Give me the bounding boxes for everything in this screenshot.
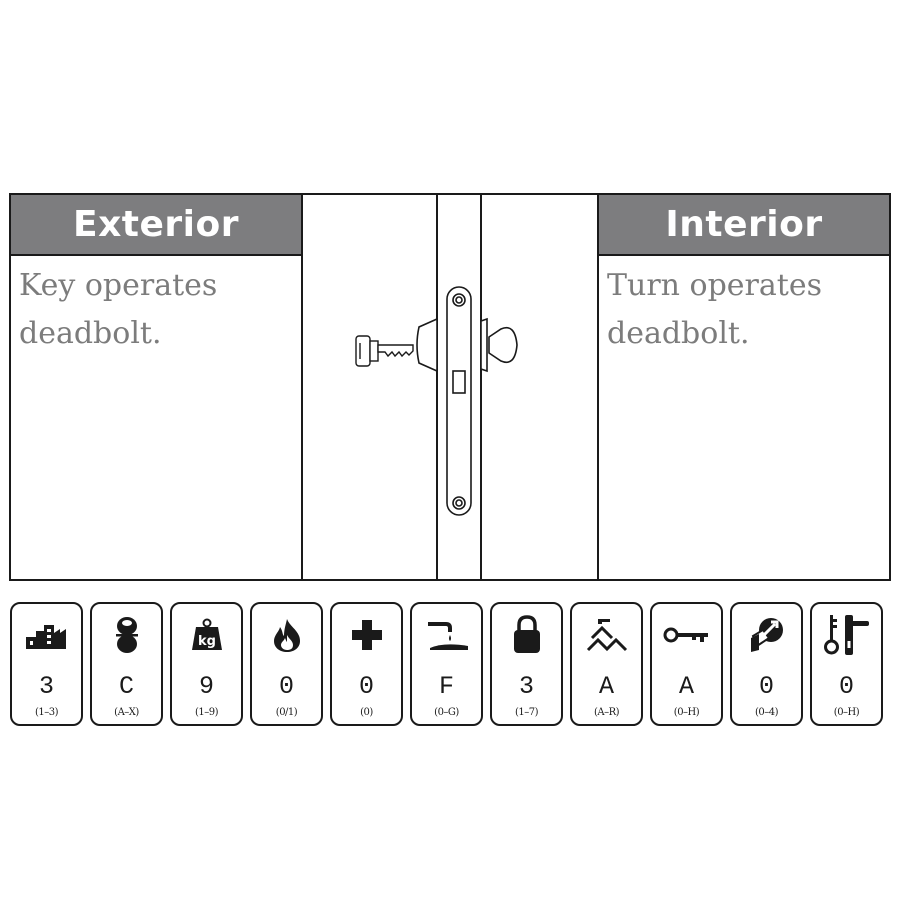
rating-card-key-security: A (0–H): [650, 602, 723, 726]
key-icon: [355, 335, 414, 367]
rating-range: (0): [360, 707, 373, 718]
rating-range: (0–G): [434, 707, 459, 718]
rating-card-door-mass: kg 9 (1–9): [170, 602, 243, 726]
lock-function-panel: [9, 193, 891, 581]
rating-card-category-of-use: 3 (1–3): [10, 602, 83, 726]
exterior-header: Exterior: [11, 195, 301, 256]
flame-icon: [252, 612, 321, 658]
rating-card-durability: C (A–X): [90, 602, 163, 726]
rating-value: 0: [838, 672, 854, 701]
rating-value: F: [438, 672, 454, 701]
door-edge: [436, 195, 482, 579]
weight-kg-icon: kg: [172, 612, 241, 658]
hourglass-icon: [92, 612, 161, 658]
attack-resistance-icon: [732, 612, 801, 658]
rating-range: (1–7): [514, 707, 539, 718]
rating-range: (A–X): [114, 707, 139, 718]
key-icon: [652, 612, 721, 658]
rating-card-security: 3 (1–7): [490, 602, 563, 726]
lock-faceplate: [446, 286, 472, 516]
rating-range: (0–H): [673, 707, 700, 718]
rating-range: (A–R): [593, 707, 620, 718]
weight-unit-label: kg: [198, 634, 216, 649]
factory-icon: [12, 612, 81, 658]
rating-range: (0–H): [833, 707, 860, 718]
performance-rating-strip: 3 (1–3) C (A–X) kg 9 (1–9): [10, 602, 890, 728]
cylinder-housing: [416, 317, 488, 373]
door-lock-diagram: [303, 195, 597, 579]
rating-card-safety: 0 (0): [330, 602, 403, 726]
safety-cross-icon: [332, 612, 401, 658]
rating-card-attack-resistance: 0 (0–4): [730, 602, 803, 726]
deadbolt-illustration: [355, 195, 518, 579]
rating-value: 0: [758, 672, 774, 701]
rating-value: A: [678, 672, 694, 701]
rating-value: A: [598, 672, 614, 701]
rating-range: (1–3): [34, 707, 59, 718]
rating-value: 0: [358, 672, 374, 701]
rating-card-fire-resistance: 0 (0/1): [250, 602, 323, 726]
padlock-icon: [492, 612, 561, 658]
thumb-turn-icon: [488, 326, 518, 364]
rating-value: C: [118, 672, 134, 701]
door-projection-icon: [572, 612, 641, 658]
rating-range: (0–4): [754, 707, 779, 718]
rating-range: (0/1): [275, 707, 298, 718]
interior-description: Turn operates deadbolt.: [607, 268, 822, 351]
exterior-panel: Exterior Key operates deadbolt.: [11, 195, 303, 579]
rating-card-key-related-security: 0 (0–H): [810, 602, 883, 726]
interior-panel: Interior Turn operates deadbolt.: [597, 195, 889, 579]
rating-card-corrosion-resistance: F (0–G): [410, 602, 483, 726]
rating-value: 0: [278, 672, 294, 701]
rating-card-door-related-safety: A (A–R): [570, 602, 643, 726]
key-and-lever-icon: [812, 612, 881, 658]
rating-value: 9: [198, 672, 214, 701]
rating-range: (1–9): [194, 707, 219, 718]
exterior-description: Key operates deadbolt.: [19, 268, 218, 351]
rating-value: 3: [38, 672, 54, 701]
rating-value: 3: [518, 672, 534, 701]
interior-header: Interior: [599, 195, 889, 256]
corrosion-drip-icon: [412, 612, 481, 658]
